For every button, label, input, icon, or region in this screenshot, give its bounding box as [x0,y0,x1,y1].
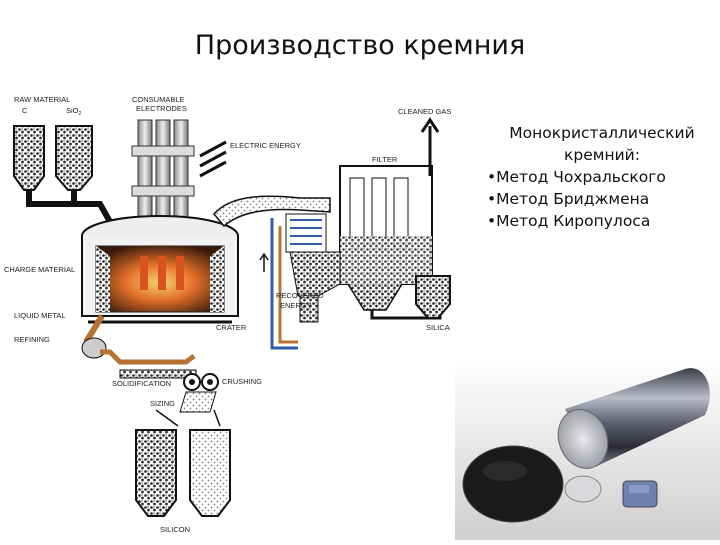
label-crater: CRATER [216,323,247,332]
filter-unit [289,117,451,323]
label-solidification: SOLIDIFICATION [112,379,171,388]
label-refining: REFINING [14,335,50,344]
label-raw-material: RAW MATERIAL [14,95,70,104]
silicon-ingot-photo [455,359,720,540]
label-filter: FILTER [372,155,398,164]
label-energy: ENERGY [280,301,312,310]
silicon-bins [135,429,231,517]
label-electric-energy: ELECTRIC ENERGY [230,141,301,150]
label-silicon: SILICON [160,525,190,534]
bullet-bridgman: •Метод Бриджмена [487,190,650,208]
label-crushing: CRUSHING [222,377,262,386]
furnace [81,215,239,344]
refining-line [81,337,221,427]
silicon-production-diagram: RAW MATERIAL C SiO2 CONSUMABLE ELECTRODE… [0,86,490,540]
textbox-heading-line1: Монокристаллический [509,124,695,142]
label-liquid-metal: LIQUID METAL [14,311,66,320]
label-consumable: CONSUMABLE [132,95,185,104]
label-sizing: SIZING [150,399,175,408]
bullet-czochralski: •Метод Чохральского [487,168,666,186]
label-silica: SILICA [426,323,450,332]
slide-title: Производство кремния [194,30,526,61]
textbox-heading-line2: кремний: [564,146,640,164]
bullet-kyropoulos: •Метод Киропулоса [487,212,651,230]
monocrystal-text: Монокристаллический кремний: •Метод Чохр… [487,122,717,232]
label-sio2: SiO2 [66,106,82,117]
flue-duct [213,195,331,350]
label-charge-material: CHARGE MATERIAL [4,265,75,274]
label-cleaned-gas: CLEANED GAS [398,107,451,116]
label-recovered: RECOVERED [276,291,324,300]
raw-material-hoppers [13,125,121,238]
label-electrodes: ELECTRODES [136,104,187,113]
label-c: C [22,106,28,115]
